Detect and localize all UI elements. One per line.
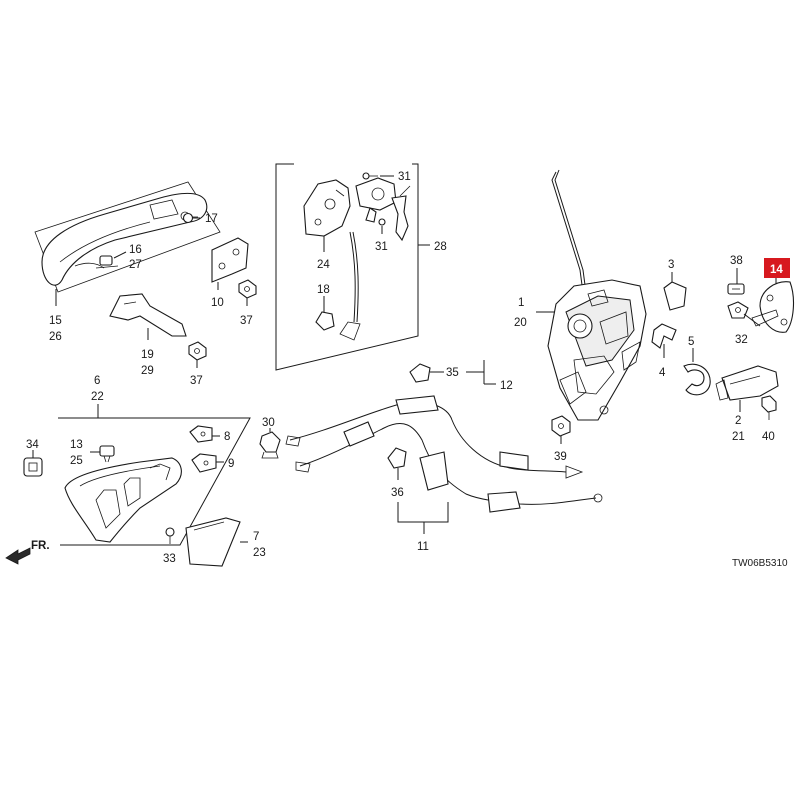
callout-3: 3 [668,259,674,271]
grommet-30 [259,431,281,459]
door-cable-lower [295,421,603,513]
callout-39: 39 [554,451,567,463]
callout-13: 13 [70,439,83,451]
callout-7: 7 [253,531,259,543]
callout-4: 4 [659,367,666,379]
callout-31-upper: 31 [398,171,411,183]
callout-29: 29 [141,365,154,377]
callout-34: 34 [26,439,39,451]
handle-base-bracket [211,237,249,283]
bolt-37-lower [188,341,207,361]
callout-30: 30 [262,417,275,429]
door-latch-assembly [547,279,647,421]
callout-12: 12 [500,380,513,392]
callout-21: 21 [732,431,745,443]
callout-26: 26 [49,331,62,343]
screw-40 [761,395,777,420]
callout-24: 24 [317,259,330,271]
door-lock-rod [551,169,588,301]
handle-seal-part [95,255,119,269]
callout-37-upper: 37 [240,315,253,327]
screw-32 [727,301,749,319]
callout-8: 8 [224,431,230,443]
clip-34 [23,457,43,477]
callout-14: 14 [770,264,783,276]
outer-door-handle-assembly [34,181,221,293]
screw-31-lower [378,218,386,226]
callout-17: 17 [205,213,218,225]
callout-18: 18 [317,284,330,296]
callout-35: 35 [446,367,459,379]
screw-38 [727,283,745,295]
callout-15: 15 [49,315,62,327]
lock-cylinder-bracket [303,179,351,237]
callout-6: 6 [94,375,100,387]
callout-36: 36 [391,487,404,499]
screw-33 [165,527,175,544]
diagram-code: TW06B5310 [732,558,788,569]
callout-10: 10 [211,297,224,309]
callout-32: 32 [735,334,748,346]
inner-handle-cover [185,517,241,567]
callout-28: 28 [434,241,447,253]
callout-33: 33 [163,553,176,565]
protector-4 [651,323,677,349]
callout-20: 20 [514,317,527,329]
ring-5 [683,363,711,396]
door-striker-14 [751,281,795,333]
callout-27: 27 [129,259,142,271]
callout-22: 22 [91,391,104,403]
callout-5: 5 [688,336,694,348]
callout-40: 40 [762,431,775,443]
cable-holder-8 [189,425,213,443]
cable-end-clip-35 [409,363,431,383]
front-label: FR. [31,540,50,552]
callout-1: 1 [518,297,524,309]
lock-cylinder [355,177,411,242]
latch-cover-2 [715,365,779,401]
callout-38: 38 [730,255,743,267]
door-cable-upper [285,395,584,479]
highlight-box-14 [764,258,790,278]
inner-handle-assembly [64,457,182,543]
callout-25: 25 [70,455,83,467]
bolt-37-upper [238,279,257,299]
rod-clip-18 [315,311,335,331]
screw-31-upper [362,172,378,180]
cable-clip-36 [387,447,407,469]
callout-37-lower: 37 [190,375,203,387]
inner-handle-clip [99,445,115,463]
callout-16: 16 [129,244,142,256]
callout-9: 9 [228,458,234,470]
callout-2: 2 [735,415,741,427]
callout-19: 19 [141,349,154,361]
front-direction-arrow [5,547,31,565]
callout-31-lower: 31 [375,241,388,253]
cable-holder-9 [191,453,217,473]
handle-rod-bracket [109,293,187,337]
cable-clip-3 [663,281,687,311]
callout-11: 11 [417,541,429,553]
callout-23: 23 [253,547,266,559]
handle-clip-part [182,212,194,224]
bolt-39 [551,415,571,437]
